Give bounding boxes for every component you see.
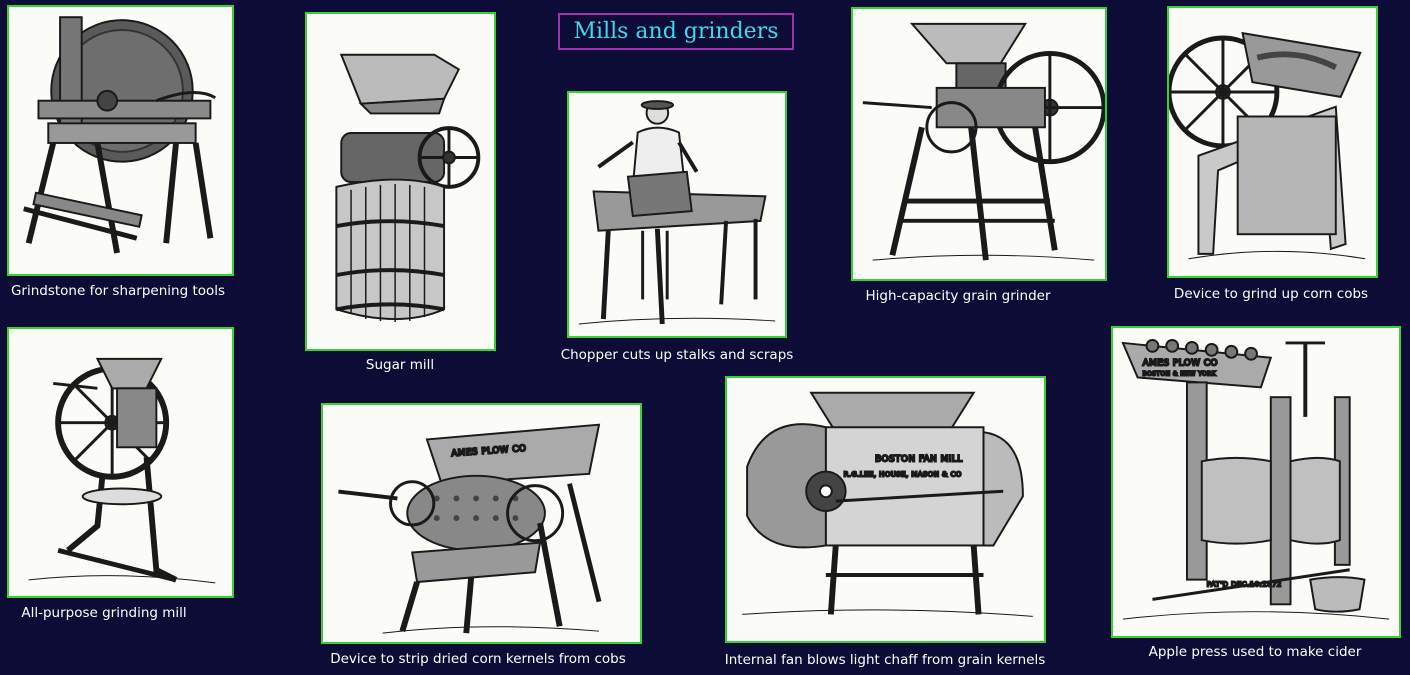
plate-fan-mill-2: R.G.LEE, HOUSE, MASON & CO	[844, 471, 962, 479]
corn-cob-grinder-illustration	[1169, 31, 1366, 260]
grinding-mill-illustration	[28, 357, 216, 584]
grain-grinder-illustration	[862, 22, 1105, 261]
caption-grindstone: Grindstone for sharpening tools	[10, 283, 226, 299]
fanning-mill-frame: BOSTON FAN MILL R.G.LEE, HOUSE, MASON & …	[725, 376, 1046, 643]
corn-sheller-illustration: AMES PLOW CO	[338, 423, 602, 634]
plate-cider-2: BOSTON & NEW YORK	[1143, 371, 1217, 377]
caption-corn-sheller: Device to strip dried corn kernels from …	[330, 651, 626, 667]
plate-fan-mill-1: BOSTON FAN MILL	[875, 455, 963, 465]
cider-press-frame: AMES PLOW CO BOSTON & NEW YORK PAT'D DEC…	[1111, 326, 1401, 638]
cider-press-illustration: AMES PLOW CO BOSTON & NEW YORK PAT'D DEC…	[1121, 339, 1390, 620]
caption-cider-press: Apple press used to make cider	[1148, 644, 1362, 660]
chopper-illustration	[578, 100, 776, 325]
caption-fanning-mill: Internal fan blows light chaff from grai…	[724, 652, 1046, 668]
grindstone-illustration	[23, 16, 217, 254]
grain-grinder-frame	[851, 7, 1107, 281]
fanning-mill-illustration: BOSTON FAN MILL R.G.LEE, HOUSE, MASON & …	[742, 391, 1033, 617]
grindstone-frame	[7, 5, 234, 276]
chopper-frame	[567, 91, 787, 338]
caption-sugar-mill: Sugar mill	[365, 357, 435, 373]
plate-cider-1: AMES PLOW CO	[1143, 359, 1218, 369]
corn-cob-grinder-frame	[1167, 6, 1378, 278]
caption-chopper: Chopper cuts up stalks and scraps	[560, 347, 794, 363]
sugar-mill-frame	[305, 12, 496, 351]
grinding-mill-frame	[7, 327, 234, 598]
page-title: Mills and grinders	[573, 19, 779, 44]
caption-grinding-mill: All-purpose grinding mill	[21, 605, 187, 621]
sugar-mill-illustration	[335, 53, 481, 322]
corn-sheller-frame: AMES PLOW CO	[321, 403, 642, 644]
caption-grain-grinder: High-capacity grain grinder	[865, 288, 1051, 304]
page-title-box: Mills and grinders	[558, 13, 794, 50]
caption-corn-cob-grinder: Device to grind up corn cobs	[1173, 286, 1369, 302]
